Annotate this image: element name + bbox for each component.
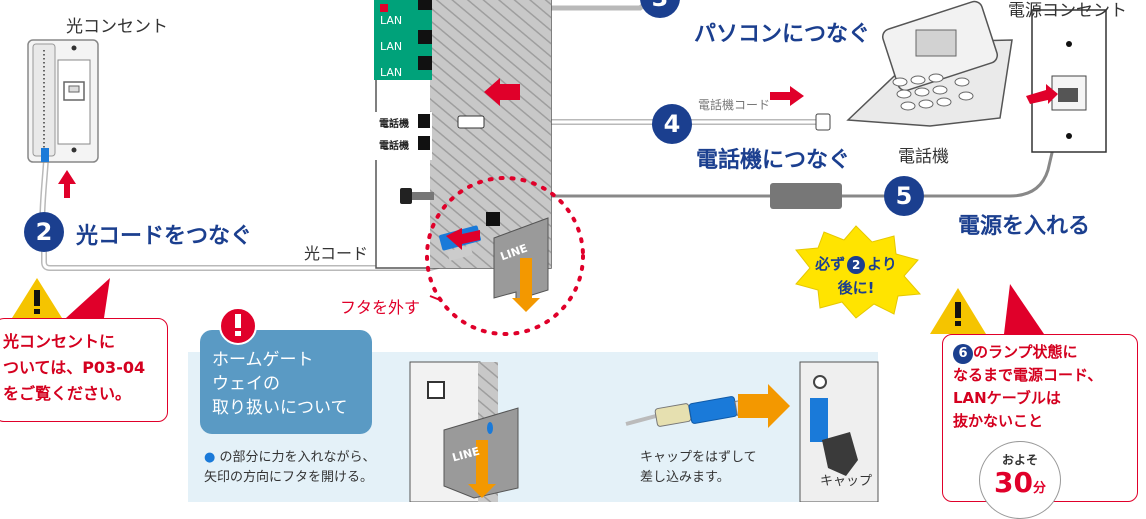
callout-pointer-left [66, 278, 110, 318]
optical-outlet-label: 光コンセント [66, 17, 168, 37]
lid-instruction-line-2: 矢印の方向にフタを開ける。 [204, 470, 374, 485]
tel-port-labels: 電話機 電話機 [379, 114, 409, 158]
lan-port-labels: LAN LAN LAN [380, 8, 402, 86]
lan-port-label: LAN [380, 14, 403, 27]
lid-open-arrow [468, 440, 496, 498]
power-plug-arrow [1026, 84, 1058, 104]
phone-connect-arrow [770, 86, 804, 106]
phone-port-arrow [484, 78, 520, 106]
step-5-circle: 5 [884, 176, 924, 216]
notice-left-line: ついては、P03-04 [3, 358, 146, 377]
lamp-step-number: 6 [953, 344, 973, 364]
time-value: 30 [994, 466, 1033, 499]
power-outlet-label: 電源コンセント [1008, 1, 1127, 21]
handling-title-line: 取り扱いについて [212, 398, 348, 418]
phone-label: 電話機 [898, 147, 949, 167]
step-3-text: パソコンにつなぐ [694, 22, 871, 47]
step-4-text: 電話機につなぐ [696, 148, 851, 173]
power-cable [432, 109, 1064, 209]
optical-cord-label: 光コード [304, 244, 369, 263]
callout-pointer-right [1004, 284, 1044, 334]
time-value-row: 30分 [980, 468, 1060, 504]
cap-instruction-line: キャップをはずして [640, 450, 757, 465]
notice-left-line: をご覧ください。 [3, 384, 132, 403]
power-outlet [1031, 9, 1107, 153]
plug-insert-arrow [446, 228, 480, 250]
lid-instruction: ● の部分に力を入れながら、 矢印の方向にフタを開ける。 [204, 448, 376, 488]
phone-cord-label: 電話機コード [698, 98, 771, 112]
optical-outlet [27, 39, 99, 163]
step-5-text: 電源を入れる [958, 214, 1091, 239]
optical-cable [39, 159, 471, 271]
handling-title-line: ウェイの [212, 374, 280, 394]
notice-left: 光コンセントに ついては、P03-04 をご覧ください。 [0, 318, 168, 422]
optical-connect-arrow [58, 170, 76, 198]
blue-dot-icon: ● [204, 450, 216, 465]
lid-down-arrow [512, 258, 540, 312]
notice-left-line: 光コンセントに [3, 332, 116, 351]
step-3-circle: 3 [640, 0, 680, 18]
telephone [846, 0, 1013, 127]
lid-instruction-line-1: ● の部分に力を入れながら、 [204, 450, 376, 465]
warning-triangle-left [12, 278, 62, 318]
tel-port-label: 電話機 [379, 119, 409, 130]
home-gateway-router [374, 0, 552, 269]
cap-icon [822, 432, 858, 476]
step-2-text: 光コードをつなぐ [76, 224, 253, 249]
zoom-circle [425, 176, 585, 336]
illustration-layer [12, 0, 1107, 502]
lan-port-label: LAN [380, 40, 403, 53]
burst-step-number: 2 [847, 256, 866, 274]
power-adapter [770, 183, 842, 209]
notice-right-line: 抜かないこと [953, 412, 1044, 430]
lan-port-label: LAN [380, 66, 403, 79]
warning-triangle-right [930, 288, 986, 334]
time-prefix: およそ [1001, 453, 1038, 467]
cap-instruction: キャップをはずして 差し込みます。 [640, 448, 757, 488]
handling-title-line: ホームゲート [212, 350, 314, 370]
notice-right-line: なるまで電源コード、 [953, 366, 1103, 384]
cap-insert-arrow [738, 384, 790, 428]
handling-title: ホームゲート ウェイの 取り扱いについて [212, 348, 348, 420]
burst-line-2: 後に! [837, 279, 875, 297]
router-port-closeup [799, 361, 879, 502]
notice-right-line: LANケーブルは [953, 389, 1061, 407]
cap-label: キャップ [820, 474, 873, 489]
cap-instruction-line: 差し込みます。 [640, 470, 730, 485]
step-2-circle: 2 [24, 212, 64, 252]
phone-plug [815, 113, 831, 131]
tel-port-label: 電話機 [379, 141, 409, 152]
remove-lid-label: フタを外す [340, 298, 421, 317]
handling-panel [200, 330, 372, 434]
step-4-circle: 4 [652, 104, 692, 144]
time-badge: およそ 30分 [979, 441, 1061, 519]
time-unit: 分 [1032, 481, 1046, 496]
